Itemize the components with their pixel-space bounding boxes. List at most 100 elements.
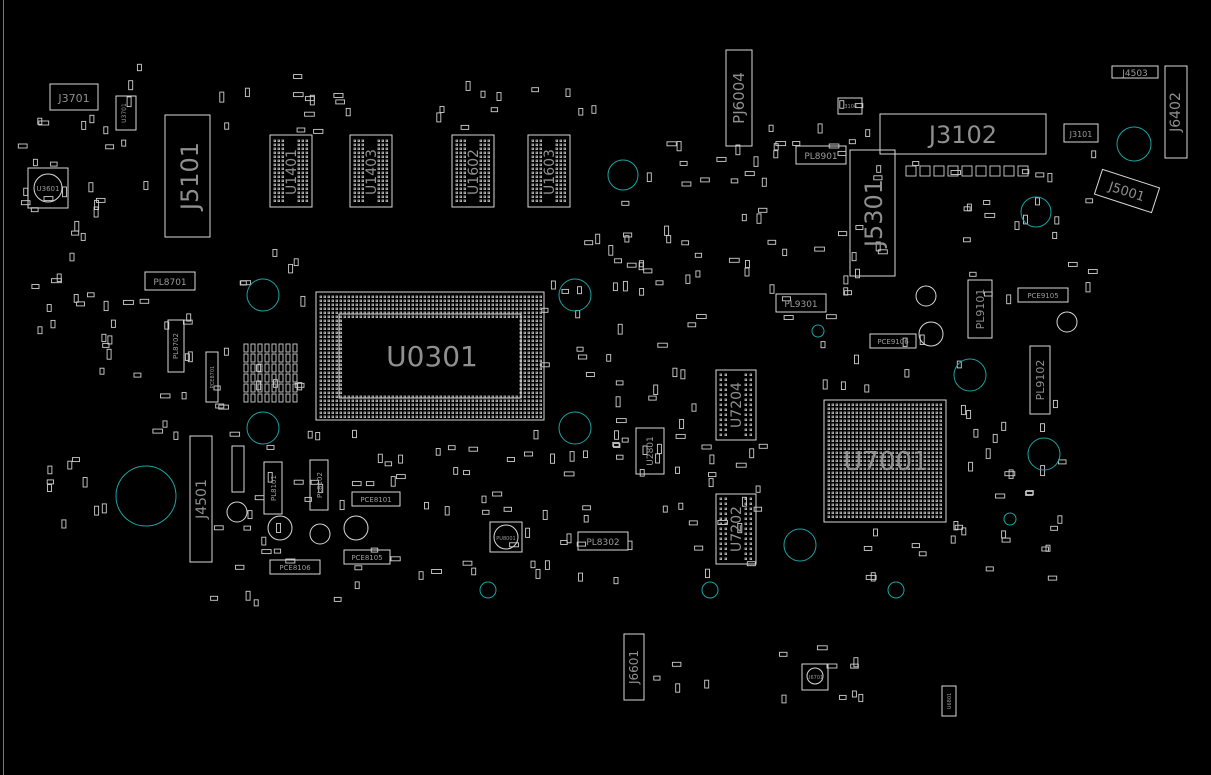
bga-ball [843,503,847,507]
bga-ball [479,187,483,191]
passive-component [694,545,704,551]
passive-component [1021,169,1030,175]
bga-ball [839,435,843,439]
passive-component [81,120,87,130]
bga-ball [359,411,363,415]
label-pce8106: PCE8106 [279,564,311,572]
bga-ball [883,447,887,451]
bga-ball [355,315,359,319]
bga-ball [887,467,891,471]
bga-ball [907,495,911,499]
bga-ball [479,175,483,179]
bga-ball [327,407,331,411]
bga-ball [903,491,907,495]
bga-ball [357,187,361,191]
bga-ball [927,439,931,443]
bga-ball [455,295,459,299]
bga-ball [535,195,539,199]
bga-ball [371,407,375,411]
bga-ball [527,415,531,419]
bga-ball [467,307,471,311]
bga-ball [911,455,915,459]
bga-ball [483,151,487,155]
passive-component [749,448,755,459]
bga-ball [744,517,748,521]
bga-ball [827,511,831,515]
bga-ball [407,415,411,419]
bga-ball [297,143,301,147]
passive-component [591,105,597,114]
bga-ball [847,427,851,431]
bga-ball [919,403,923,407]
bga-ball [919,455,923,459]
bga-ball [835,467,839,471]
bga-ball [563,151,567,155]
passive-component [310,479,319,485]
bga-ball [343,415,347,419]
label-u1602: U1602 [466,149,482,195]
bga-ball [919,427,923,431]
bga-ball [744,542,748,546]
bga-ball [319,415,323,419]
bga-ball [875,499,879,503]
bga-ball [903,467,907,471]
bga-ball [305,187,309,191]
passive-component [728,257,740,263]
bga-ball [907,447,911,451]
bga-ball [507,407,511,411]
bga-ball [447,415,451,419]
bga-ball [475,403,479,407]
bga-ball [411,403,415,407]
bga-ball [467,315,471,319]
bga-ball [347,415,351,419]
bga-ball [563,143,567,147]
bga-ball [339,295,343,299]
bga-ball [335,311,339,315]
bga-ball [923,463,927,467]
bga-ball [831,515,835,519]
bga-ball [487,403,491,407]
bga-ball [939,467,943,471]
bga-ball [523,311,527,315]
bga-ball [527,367,531,371]
pad [250,343,256,353]
bga-ball [871,447,875,451]
bga-ball [835,411,839,415]
bga-ball [855,491,859,495]
bga-ball [515,395,519,399]
bga-ball [855,483,859,487]
bga-ball [539,299,543,303]
bga-ball [719,497,723,501]
bga-ball [419,307,423,311]
bga-ball [471,411,475,415]
passive-component [696,314,707,319]
bga-ball [903,455,907,459]
bga-ball [939,439,943,443]
bga-ball [347,299,351,303]
bga-ball [903,427,907,431]
bga-ball [523,339,527,343]
bga-ball [319,311,323,315]
bga-ball [879,515,883,519]
bga-ball [907,487,911,491]
bga-ball [899,515,903,519]
bga-ball [379,399,383,403]
bga-ball [535,191,539,195]
bga-ball [281,139,285,143]
bga-ball [371,403,375,407]
bga-ball [871,487,875,491]
bga-ball [535,171,539,175]
bga-ball [895,403,899,407]
bga-ball [907,415,911,419]
bga-ball [531,167,535,171]
passive-component [1054,216,1060,225]
passive-component [1050,525,1058,531]
bga-ball [939,507,943,511]
bga-ball [479,147,483,151]
bga-ball [463,195,467,199]
bga-ball [915,463,919,467]
bga-ball [863,491,867,495]
passive-component [616,454,624,460]
bga-ball [491,403,495,407]
bga-ball [887,407,891,411]
